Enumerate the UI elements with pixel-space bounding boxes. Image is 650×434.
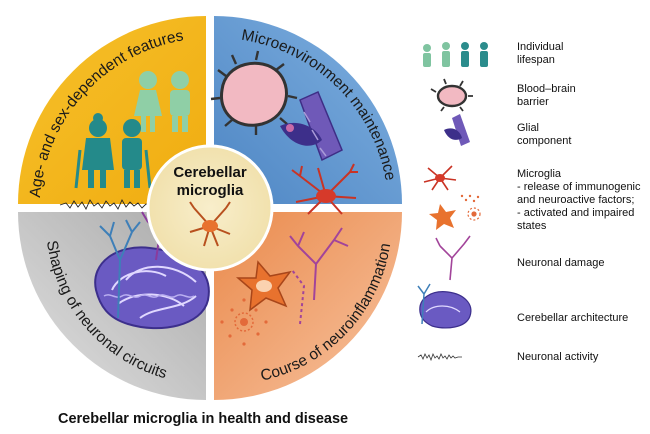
legend-label-lifespan: Individual lifespan (517, 41, 564, 66)
neuron-tree-drawing (99, 219, 141, 319)
cerebellum-drawing (94, 246, 210, 330)
legend-label-glial: Glial component (517, 122, 572, 147)
glial-component-drawing (280, 91, 343, 162)
legend-icon-microglia (423, 165, 481, 230)
legend-label-microglia: Microglia - release of immunogenic and n… (517, 168, 641, 232)
quadrant-bottom-right (214, 212, 402, 400)
center-title-line1: Cerebellar (173, 164, 247, 181)
legend-icon-glial (444, 114, 470, 146)
center-circle: Cerebellar microglia (146, 144, 274, 272)
legend-icon-people (423, 42, 488, 67)
elderly-people-icon (74, 113, 152, 189)
legend-icon-neuronal-damage (435, 235, 471, 281)
legend-icon-bbb (430, 78, 473, 112)
microglia-red-drawing (291, 163, 358, 215)
legend-label-bbb: Blood–brain barrier (517, 83, 576, 108)
quadrant-neuroinflammation (214, 212, 402, 400)
legend-icon-cerebellar (417, 283, 472, 329)
microglia-center-icon (189, 201, 231, 247)
quadrant-top-left (18, 16, 206, 204)
legend-icon-activity (417, 352, 462, 362)
legend-label-activity: Neuronal activity (517, 351, 599, 363)
center-title-line2: microglia (177, 182, 244, 199)
activity-trace-icon (59, 199, 151, 210)
blood-brain-barrier-drawing (210, 50, 298, 135)
legend-label-neuronal-damage: Neuronal damage (517, 257, 605, 269)
microglia-activated-drawing (235, 260, 292, 312)
legend-label-cerebellar: Cerebellar architecture (517, 312, 629, 324)
quadrant-age-sex (18, 16, 206, 204)
neuron-damaged-drawing (289, 227, 349, 325)
microglia-impaired-drawing (220, 298, 268, 346)
figure-caption: Cerebellar microglia in health and disea… (58, 411, 349, 427)
young-people-icon (134, 71, 190, 132)
